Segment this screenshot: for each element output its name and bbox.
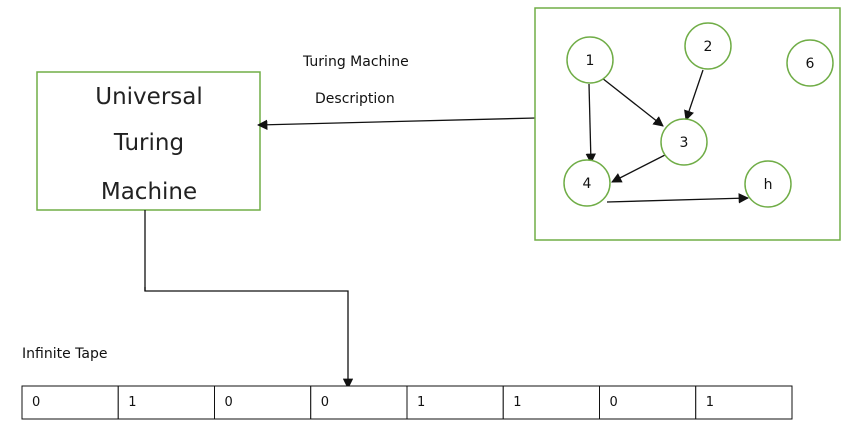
tape-cell-border [310,385,408,420]
machine-description-label: Turing Machine Description [302,54,409,107]
state-node-3-label: 3 [680,135,689,151]
state-node-4-label: 4 [583,176,592,192]
tape-cell-border [406,385,504,420]
state-graph-box: 1 2 6 3 4 h [534,7,841,241]
tape-cell: 1 [117,385,215,420]
tape-cell-value: 0 [610,395,618,410]
tape-cell: 1 [406,385,504,420]
utm-label-line-3: Machine [101,179,197,205]
description-label-line-1: Turing Machine [302,54,409,70]
tape-cell-value: 0 [321,395,329,410]
tape-head-connector [144,210,354,390]
tape-cell-border [599,385,697,420]
state-node-3: 3 [660,118,708,166]
tape-cell: 1 [695,385,793,420]
state-node-h-label: h [764,177,773,193]
tape-cell-border [117,385,215,420]
edge-3-to-4 [611,154,666,183]
tape-cell-value: 0 [225,395,233,410]
utm-box-border [36,71,261,211]
state-node-h: h [744,160,792,208]
tape-cell: 0 [599,385,697,420]
state-node-2-circle [684,22,732,70]
tape-cell: 1 [502,385,600,420]
edge-2-to-3 [684,69,704,121]
state-node-h-circle [744,160,792,208]
tape-cell-value: 1 [417,395,425,410]
edge-1-to-4 [585,83,596,165]
tape-cell-border [695,385,793,420]
tape-cell: 0 [21,385,119,420]
description-label-line-2: Description [315,91,395,107]
state-node-2-label: 2 [704,39,713,55]
tape-cell: 0 [310,385,408,420]
state-node-1-circle [566,36,614,84]
utm-label-line-2: Turing [113,130,184,156]
tape-cell-value: 0 [32,395,40,410]
state-node-4: 4 [563,159,611,207]
state-node-4-circle [563,159,611,207]
edge-1-to-3 [601,77,664,127]
tape-cell-border [21,385,119,420]
tape-cell: 0 [214,385,312,420]
tape-cell-value: 1 [706,395,714,410]
tape-cell-value: 1 [513,395,521,410]
tape-cell-value: 1 [128,395,136,410]
state-node-1-label: 1 [586,53,595,69]
tape-label: Infinite Tape [22,346,107,362]
utm-label-line-1: Universal [95,84,203,110]
state-node-6-circle [786,39,834,87]
state-node-3-circle [660,118,708,166]
infinite-tape: 0 1 0 0 1 1 0 1 [21,385,793,420]
edge-4-to-h [606,193,750,204]
state-node-6: 6 [786,39,834,87]
state-node-1: 1 [566,36,614,84]
state-node-6-label: 6 [806,56,815,72]
tape-cell-border [502,385,600,420]
description-arrow [256,117,537,130]
universal-turing-machine-box: Universal Turing Machine [36,71,261,211]
state-node-2: 2 [684,22,732,70]
